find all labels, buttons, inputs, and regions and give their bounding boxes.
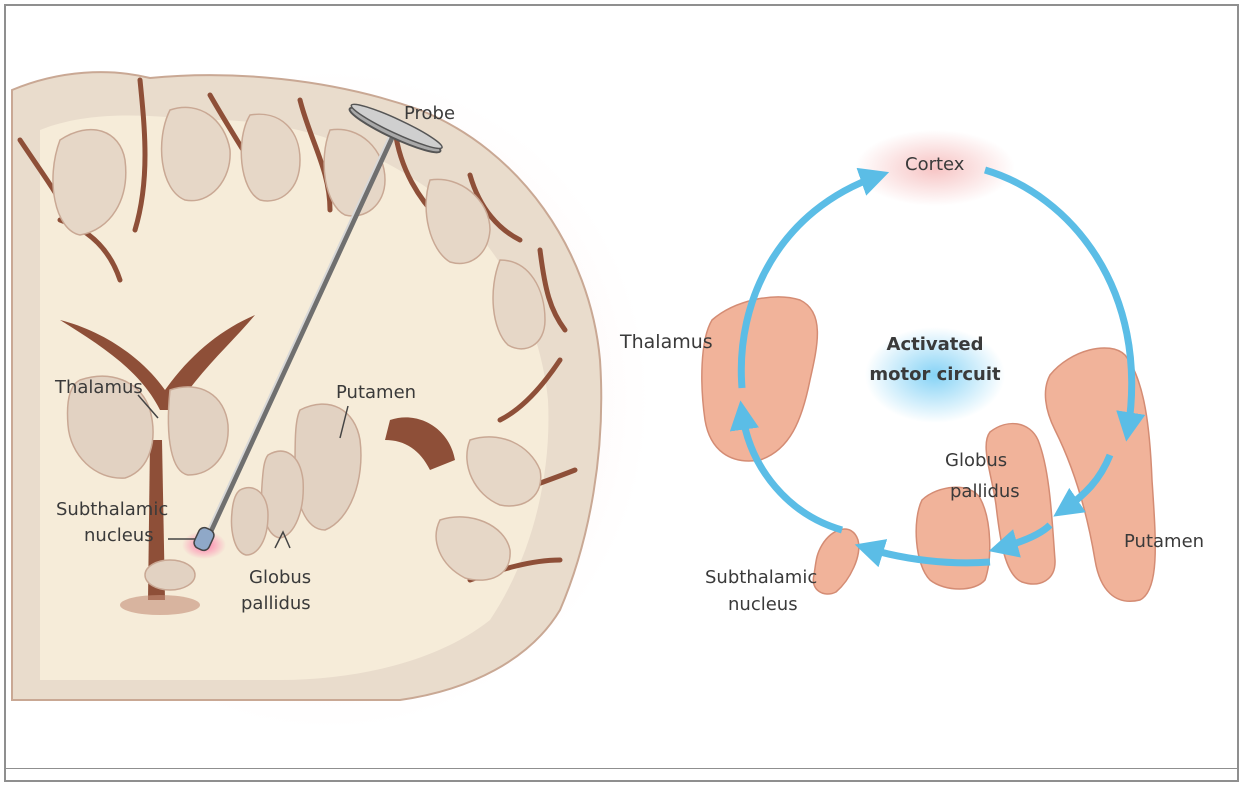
globus-structure-2: [230, 486, 269, 556]
arrow-putamen-to-globus-1: [1053, 453, 1114, 517]
label-globus-left: Globus: [249, 567, 311, 588]
brain-section: [10, 70, 650, 730]
thalamus-nucleus: [701, 296, 819, 462]
label-pallidus-left: pallidus: [241, 593, 311, 614]
third-ventricle: [148, 440, 165, 600]
cortex-glow-right: [855, 130, 1015, 206]
thalamus-structure-right: [167, 386, 229, 476]
center-blue-glow: [865, 327, 1005, 423]
subthalamic-structure: [144, 559, 196, 591]
arrow-globus-to-subthalamic: [854, 539, 991, 568]
arrow-subthalamic-to-thalamus: [729, 400, 843, 534]
arrow-thalamus-to-cortex: [737, 167, 890, 389]
arrow-putamen-to-globus-2: [988, 522, 1053, 558]
insula-fold: [385, 417, 455, 470]
lateral-ventricle: [60, 315, 255, 410]
motor-circuit: [701, 130, 1157, 602]
thalamus-structure: [66, 375, 154, 479]
brainstem-shade: [120, 595, 200, 615]
label-thalamus-left: Thalamus: [54, 377, 143, 398]
arrow-cortex-to-putamen: [984, 166, 1146, 442]
label-activated: Activated: [887, 334, 984, 355]
globus-nucleus-outer: [985, 422, 1056, 585]
probe-shaft: [201, 127, 398, 548]
label-putamen-left: Putamen: [336, 382, 416, 403]
probe-tip: [193, 526, 215, 552]
label-nucleus-right: nucleus: [728, 594, 798, 615]
label-globus-right: Globus: [945, 450, 1007, 471]
label-cortex: Cortex: [905, 154, 965, 175]
label-pallidus-right: pallidus: [950, 481, 1020, 502]
probe-head: [348, 103, 443, 154]
gyri: [52, 106, 546, 581]
label-nucleus-left: nucleus: [84, 525, 154, 546]
white-matter: [40, 115, 549, 681]
left-leaders: [137, 394, 349, 549]
label-probe: Probe: [404, 103, 455, 124]
globus-nucleus-inner: [915, 486, 991, 590]
frame-bottom-rule: [4, 768, 1239, 769]
subthalamic-nucleus: [812, 528, 860, 595]
label-subthalamic-left: Subthalamic: [56, 499, 168, 520]
label-subthalamic-right: Subthalamic: [705, 567, 817, 588]
label-putamen-right: Putamen: [1124, 531, 1204, 552]
probe-shaft-highlight: [201, 127, 394, 544]
circuit-arrows: [729, 166, 1146, 568]
label-motor-circuit: motor circuit: [869, 364, 1001, 385]
label-thalamus-right: Thalamus: [619, 331, 713, 353]
